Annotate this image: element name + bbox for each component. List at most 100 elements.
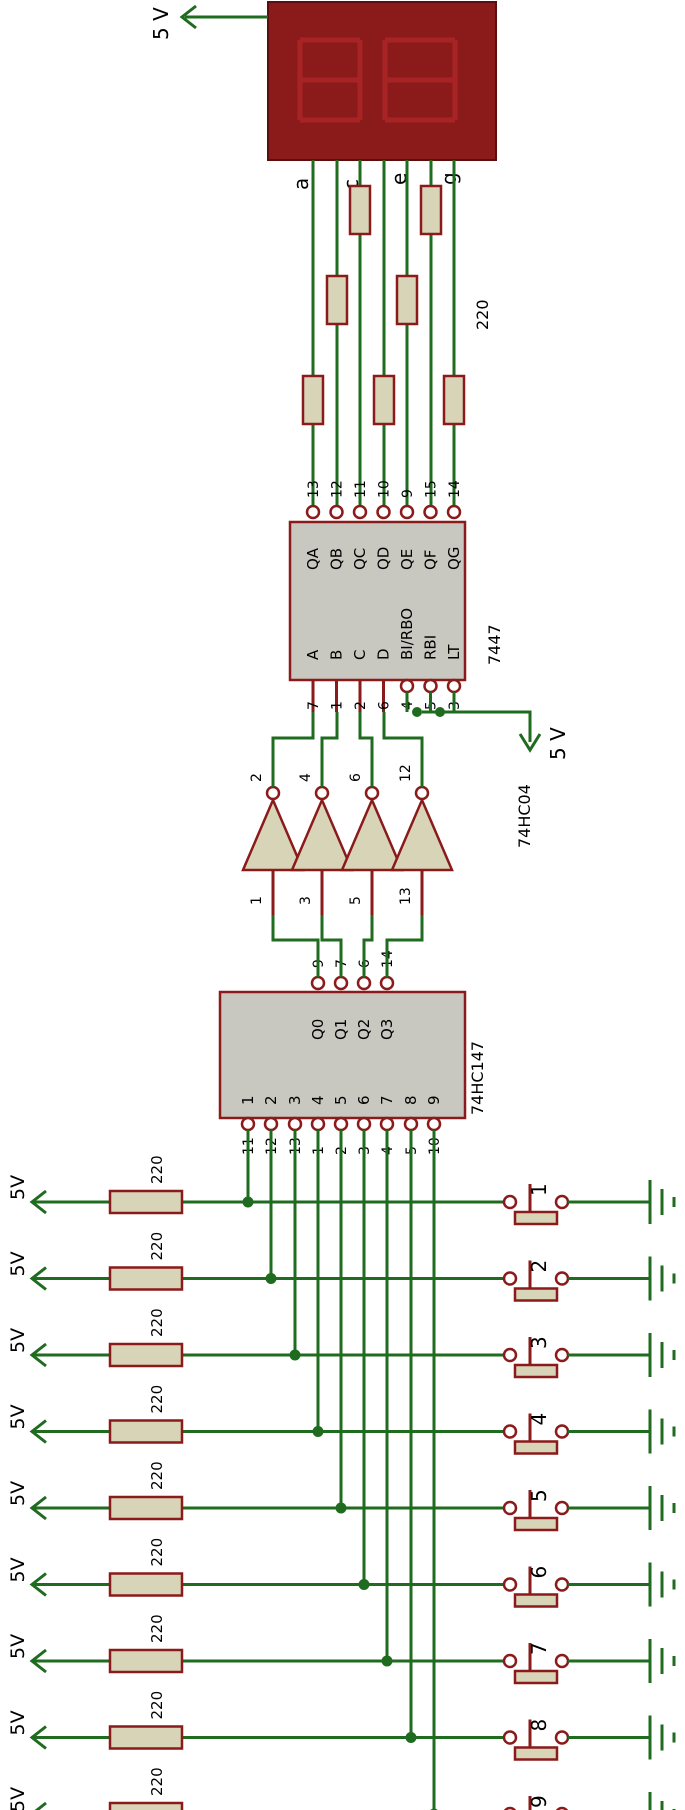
- segment-a-label: a: [289, 178, 313, 190]
- row-resistor-label: 220: [148, 1614, 166, 1643]
- row-supply-label: 5V: [7, 1634, 29, 1659]
- row-supply-arrow-3: [29, 1342, 47, 1368]
- decoder-out-label: QC: [351, 548, 369, 570]
- encoder-to-inverter-wire-1: [271, 915, 320, 977]
- encoder-in-label: 2: [262, 1095, 280, 1105]
- switch-contact: [502, 1271, 518, 1286]
- switch-contact: [502, 1730, 518, 1745]
- encoder-out-pin: [379, 975, 395, 991]
- decoder-out-pin: [399, 504, 415, 520]
- junction-dot: [381, 1655, 393, 1667]
- switch-button-7: [513, 1669, 559, 1685]
- decoder-in-pin-number: 1: [330, 701, 346, 710]
- encoder-to-inverter-wire-3: [362, 915, 374, 977]
- decoder-in-label: D: [375, 648, 393, 660]
- junction-dot: [312, 1426, 324, 1437]
- encoder-in-pin: [333, 1116, 349, 1132]
- switch-contact: [554, 1730, 570, 1745]
- junction-dot: [242, 1196, 254, 1208]
- row-supply-arrow-4: [29, 1419, 47, 1444]
- decoder-out-label: QF: [422, 550, 440, 570]
- junction-dot: [265, 1273, 277, 1284]
- switch-contact: [554, 1347, 570, 1363]
- segment-resistor-5: [395, 274, 419, 326]
- row-supply-label: 5V: [7, 1481, 29, 1506]
- row-resistor-9: [108, 1801, 184, 1810]
- row-resistor-3: [108, 1342, 184, 1368]
- segment-wires: [301, 160, 466, 508]
- switch-button-2: [513, 1287, 559, 1302]
- encoder-in-pin: [310, 1116, 326, 1132]
- switch-button-4: [513, 1440, 559, 1455]
- switch-number-8: 8: [527, 1719, 551, 1732]
- encoder-out-pin: [356, 975, 372, 991]
- decoder-out-label: QB: [328, 548, 346, 570]
- decoder-out-pin: [423, 504, 438, 520]
- decoder-7447: QA13QB12QC11QD10QE9QF15QG14A7B1C2D6BI/RB…: [288, 480, 504, 717]
- encoder-in-label: 8: [402, 1095, 420, 1105]
- inverter-in-pin: 1: [249, 896, 265, 905]
- encoder-in-pin: [287, 1116, 303, 1132]
- switch-number-1: 1: [527, 1183, 551, 1196]
- encoder-in-pin: [403, 1116, 419, 1132]
- switch-contact: [502, 1500, 518, 1516]
- inverter-out-wire-2: [320, 712, 339, 787]
- switch-contact: [502, 1653, 518, 1669]
- encoder-in-label: 9: [425, 1095, 443, 1105]
- segment-c-label: c: [339, 179, 363, 190]
- switch-number-5: 5: [527, 1489, 551, 1502]
- row-supply-arrow-6: [29, 1572, 47, 1597]
- row-resistor-label: 220: [148, 1385, 166, 1414]
- switch-contact: [502, 1577, 518, 1592]
- row-resistor-6: [108, 1572, 184, 1597]
- switch-contact: [554, 1500, 570, 1516]
- segment-resistor-4: [372, 374, 396, 426]
- row-resistor-2: [108, 1266, 184, 1291]
- segment-g-label: g: [437, 172, 461, 185]
- decoder-in-label: LT: [445, 644, 463, 660]
- decoder-out-label: QA: [304, 547, 322, 570]
- switch-number-9: 9: [527, 1795, 551, 1808]
- switch-button-1: [513, 1210, 559, 1226]
- display-supply-arrow: 5 V: [149, 4, 268, 40]
- inverter-out-wire-1: [271, 712, 315, 787]
- row-resistor-8: [108, 1725, 184, 1750]
- encoder-out-label: Q2: [355, 1019, 373, 1040]
- row-resistor-label: 220: [148, 1767, 166, 1796]
- decoder-out-label: QG: [445, 547, 463, 570]
- input-rows: 5V22015V22025V22035V22045V22055V22065V22…: [7, 1130, 676, 1810]
- switch-button-6: [513, 1593, 559, 1608]
- encoder-out-label: Q3: [378, 1019, 396, 1040]
- switch-button-8: [513, 1746, 559, 1761]
- row-resistor-7: [108, 1648, 184, 1674]
- encoder-in-label: 6: [355, 1095, 373, 1105]
- inverter-bubble-3: [364, 785, 380, 801]
- row-resistor-label: 220: [148, 1232, 166, 1261]
- decoder-out-pin-number: 12: [330, 480, 346, 498]
- row-supply-label: 5V: [7, 1710, 29, 1735]
- decoder-out-pin: [376, 504, 391, 520]
- decoder-out-label: QD: [375, 547, 393, 570]
- seven-segment-display: [267, 1, 497, 161]
- row-resistor-label: 220: [148, 1308, 166, 1337]
- encoder-in-pin: [356, 1116, 372, 1132]
- decoder-out-pin: [305, 504, 321, 520]
- decoder-in-pin-number: 6: [377, 701, 393, 710]
- switch-contact: [554, 1194, 570, 1210]
- inverter-out-pin: 6: [348, 773, 364, 782]
- row-resistor-label: 220: [148, 1155, 166, 1184]
- decoder-in-pin: [446, 678, 462, 694]
- switch-contact: [502, 1194, 518, 1210]
- decoder-out-pin-number: 13: [306, 480, 322, 498]
- row-resistor-label: 220: [148, 1538, 166, 1567]
- row-supply-arrow-8: [29, 1725, 47, 1750]
- switch-number-6: 6: [527, 1566, 551, 1579]
- switch-number-4: 4: [527, 1413, 551, 1426]
- switch-number-3: 3: [527, 1336, 551, 1349]
- inverter-gate-2: [290, 796, 354, 872]
- encoder-out-pin: [333, 975, 349, 991]
- decoder-in-pin-number: 2: [353, 701, 369, 710]
- encoder-to-inverter-wire-4: [385, 915, 424, 977]
- inverter-bubble-1: [265, 785, 281, 801]
